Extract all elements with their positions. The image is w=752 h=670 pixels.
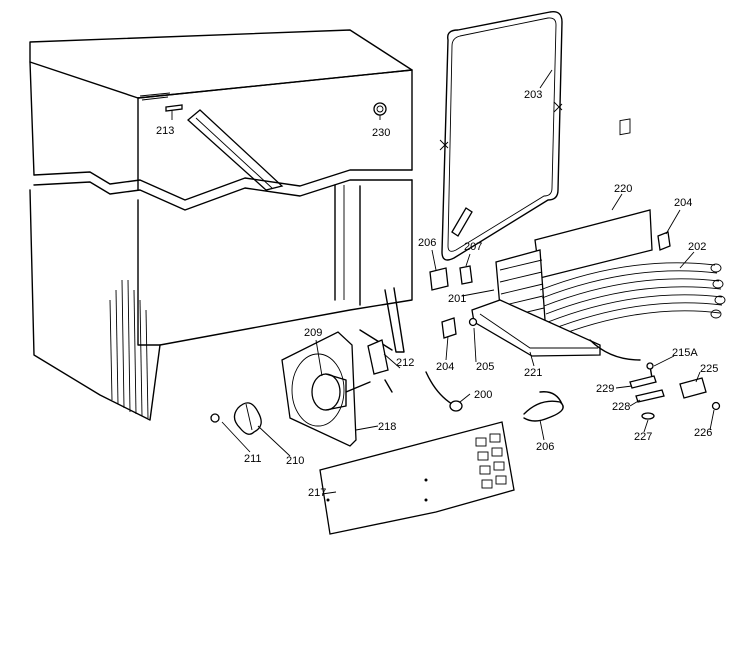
label-226: 226	[694, 427, 712, 439]
label-228-mid: 228	[612, 401, 630, 413]
label-210: 210	[286, 455, 304, 467]
label-205: 205	[476, 361, 494, 373]
label-225: 225	[700, 363, 718, 375]
label-200: 200	[474, 389, 492, 401]
label-230: 230	[372, 127, 390, 139]
label-201: 201	[448, 293, 466, 305]
part-labels: 213 230 203 220 204 202 206 207 201 209 …	[156, 89, 718, 499]
label-207: 207	[464, 241, 482, 253]
label-206-lower: 206	[536, 441, 554, 453]
label-211: 211	[244, 453, 262, 465]
label-220: 220	[614, 183, 632, 195]
label-229: 229	[596, 383, 614, 395]
label-217: 217	[308, 487, 326, 499]
label-213: 213	[156, 125, 174, 137]
label-209: 209	[304, 327, 322, 339]
label-203: 203	[524, 89, 542, 101]
label-202: 202	[688, 241, 706, 253]
leader-lines	[171, 69, 715, 495]
label-227: 227	[634, 431, 652, 443]
label-221: 221	[524, 367, 542, 379]
label-218: 218	[378, 421, 396, 433]
fan-motor-assembly	[233, 331, 371, 447]
door-gasket-203	[439, 11, 563, 261]
label-215a: 215A	[672, 347, 698, 359]
evaporator-assembly	[471, 118, 726, 361]
label-212: 212	[396, 357, 414, 369]
cabinet-illustration	[29, 29, 413, 421]
label-204-lower: 204	[436, 361, 454, 373]
label-206-upper: 206	[418, 237, 436, 249]
label-204-upper: 204	[674, 197, 692, 209]
small-parts	[210, 265, 721, 423]
back-panel-217	[319, 421, 515, 535]
